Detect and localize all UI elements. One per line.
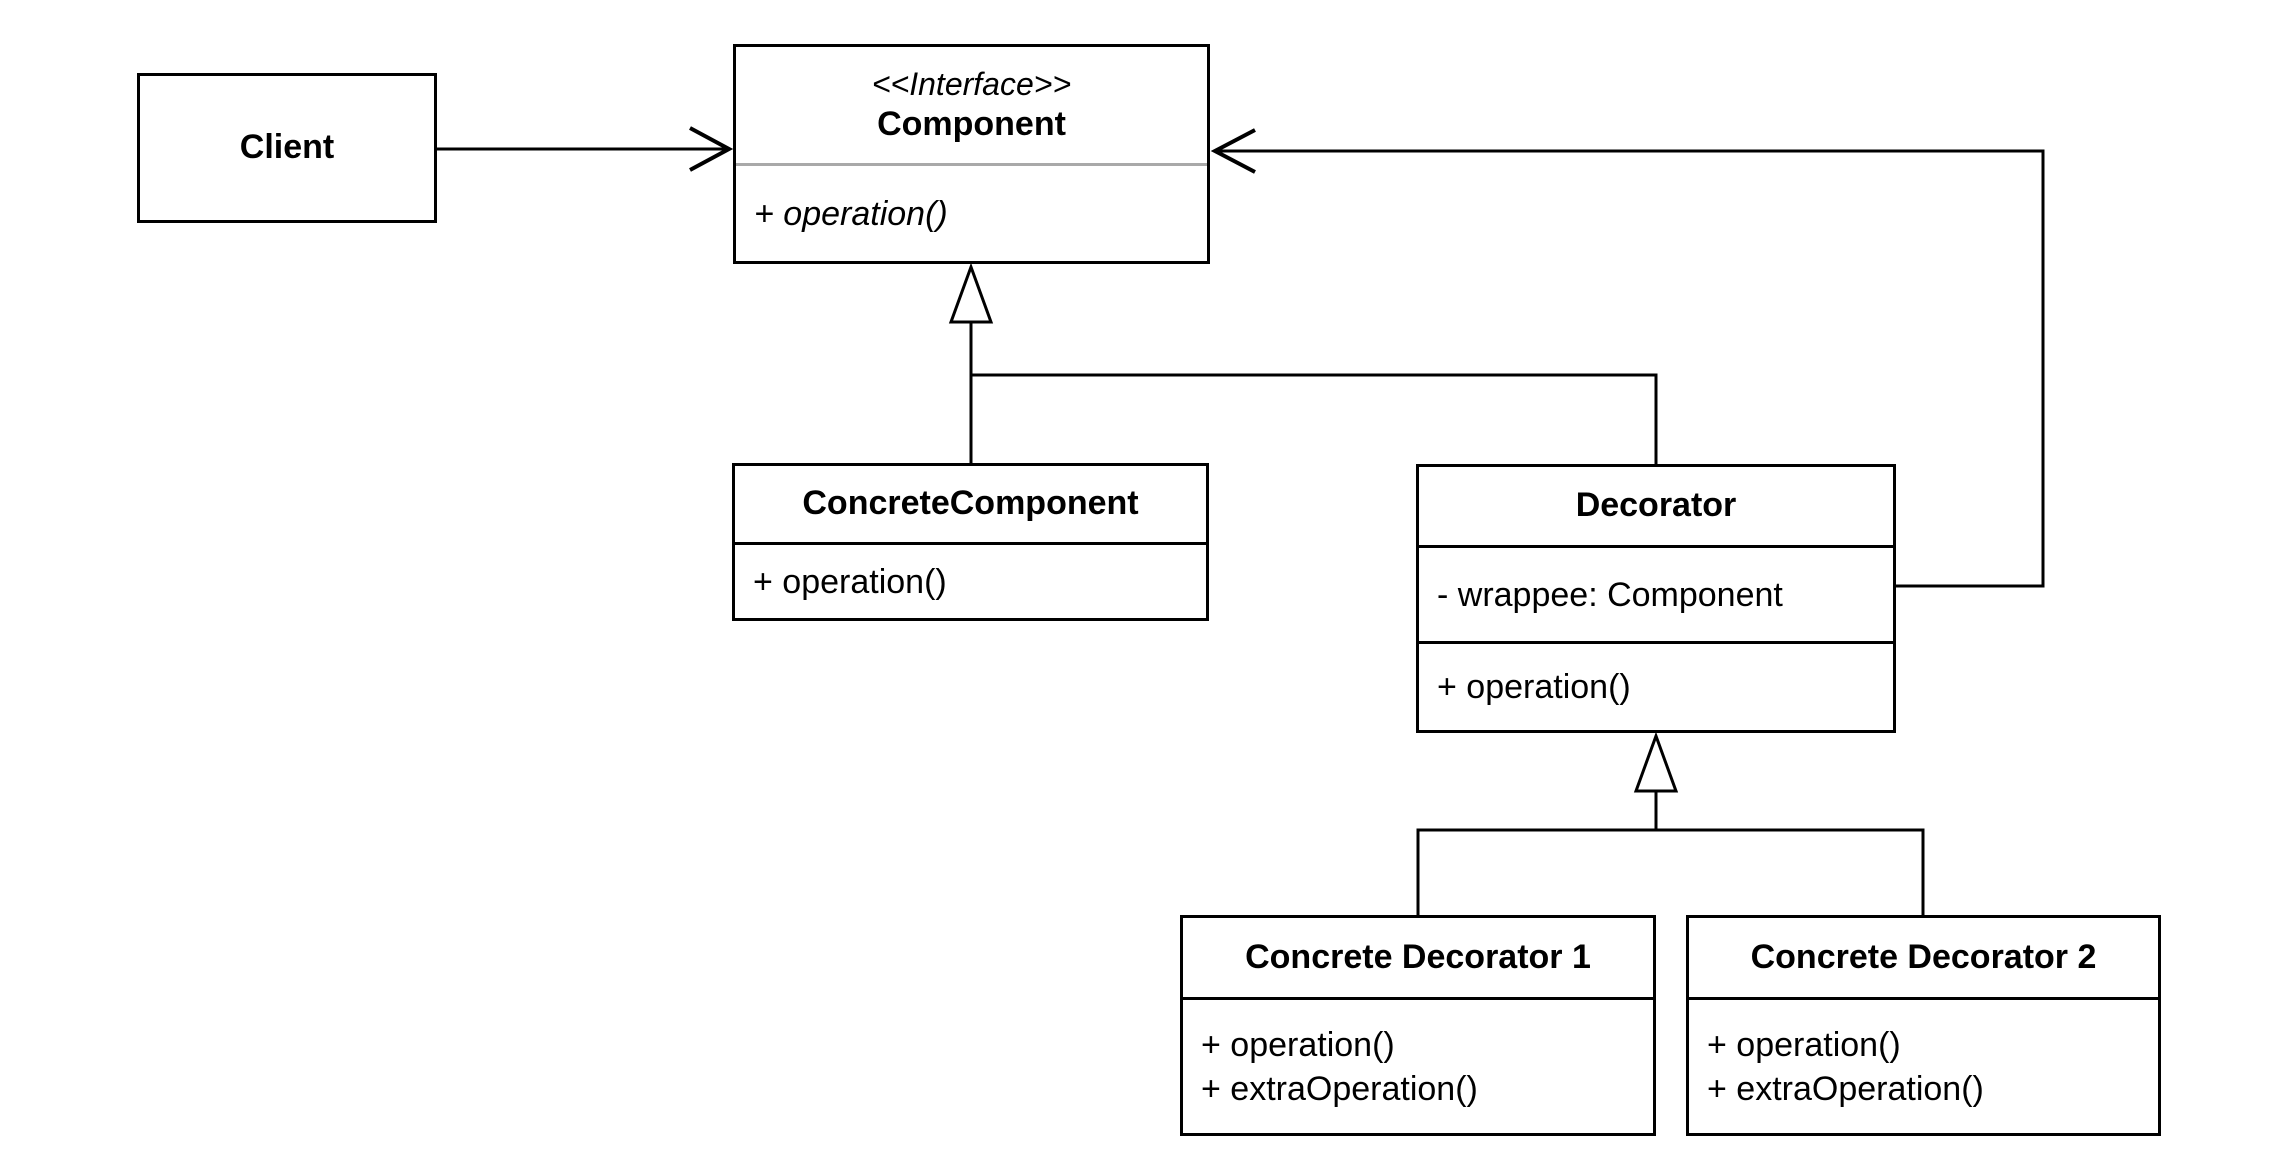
class-decorator: Decorator - wrappee: Component + operati…: [1416, 464, 1896, 733]
method-label: + operation(): [754, 194, 948, 233]
class-title-compartment: Client: [140, 76, 434, 220]
class-concrete-decorator-1: Concrete Decorator 1 + operation() + ext…: [1180, 915, 1656, 1136]
method-label: + operation(): [753, 562, 947, 601]
methods-compartment: + operation() + extraOperation(): [1689, 997, 2158, 1133]
methods-compartment: + operation(): [1419, 641, 1893, 730]
generalization-to-decorator: [1416, 731, 1925, 915]
open-arrowhead-icon: [689, 126, 734, 172]
class-name: Decorator: [1575, 486, 1737, 525]
association-decorator-wrappee-to-component: [1210, 128, 2045, 588]
methods-compartment: + operation(): [736, 163, 1207, 261]
stereotype-label: <<Interface>>: [871, 65, 1072, 102]
attribute-label: - wrappee: Component: [1437, 575, 1783, 614]
method-label: + extraOperation(): [1707, 1069, 1984, 1108]
method-label: + operation(): [1437, 668, 1631, 706]
methods-compartment: + operation() + extraOperation(): [1183, 997, 1653, 1133]
class-title-compartment: Concrete Decorator 1: [1183, 918, 1653, 997]
methods-compartment: + operation(): [735, 542, 1206, 618]
class-name: Client: [239, 128, 335, 167]
class-name: ConcreteComponent: [802, 484, 1139, 523]
association-client-to-component: [437, 126, 734, 172]
method-label: + operation(): [1707, 1025, 1901, 1064]
hollow-triangle-icon: [1633, 731, 1679, 793]
class-concrete-decorator-2: Concrete Decorator 2 + operation() + ext…: [1686, 915, 2161, 1136]
hollow-triangle-icon: [948, 262, 994, 324]
class-concrete-component: ConcreteComponent + operation(): [732, 463, 1209, 621]
generalization-to-component: [948, 262, 1658, 464]
class-title-compartment: Concrete Decorator 2: [1689, 918, 2158, 997]
class-name: Concrete Decorator 1: [1245, 937, 1591, 976]
method-label: + extraOperation(): [1201, 1069, 1478, 1108]
open-arrowhead-icon: [1210, 128, 1256, 174]
method-label: + operation(): [1201, 1025, 1395, 1064]
class-component: <<Interface>> Component + operation(): [733, 44, 1210, 264]
class-client: Client: [137, 73, 437, 223]
attributes-compartment: - wrappee: Component: [1419, 545, 1893, 641]
class-title-compartment: Decorator: [1419, 467, 1893, 545]
class-title-compartment: ConcreteComponent: [735, 466, 1206, 542]
class-name: Component: [877, 104, 1066, 143]
class-name: Concrete Decorator 2: [1750, 937, 2097, 976]
class-title-compartment: <<Interface>> Component: [736, 47, 1207, 163]
